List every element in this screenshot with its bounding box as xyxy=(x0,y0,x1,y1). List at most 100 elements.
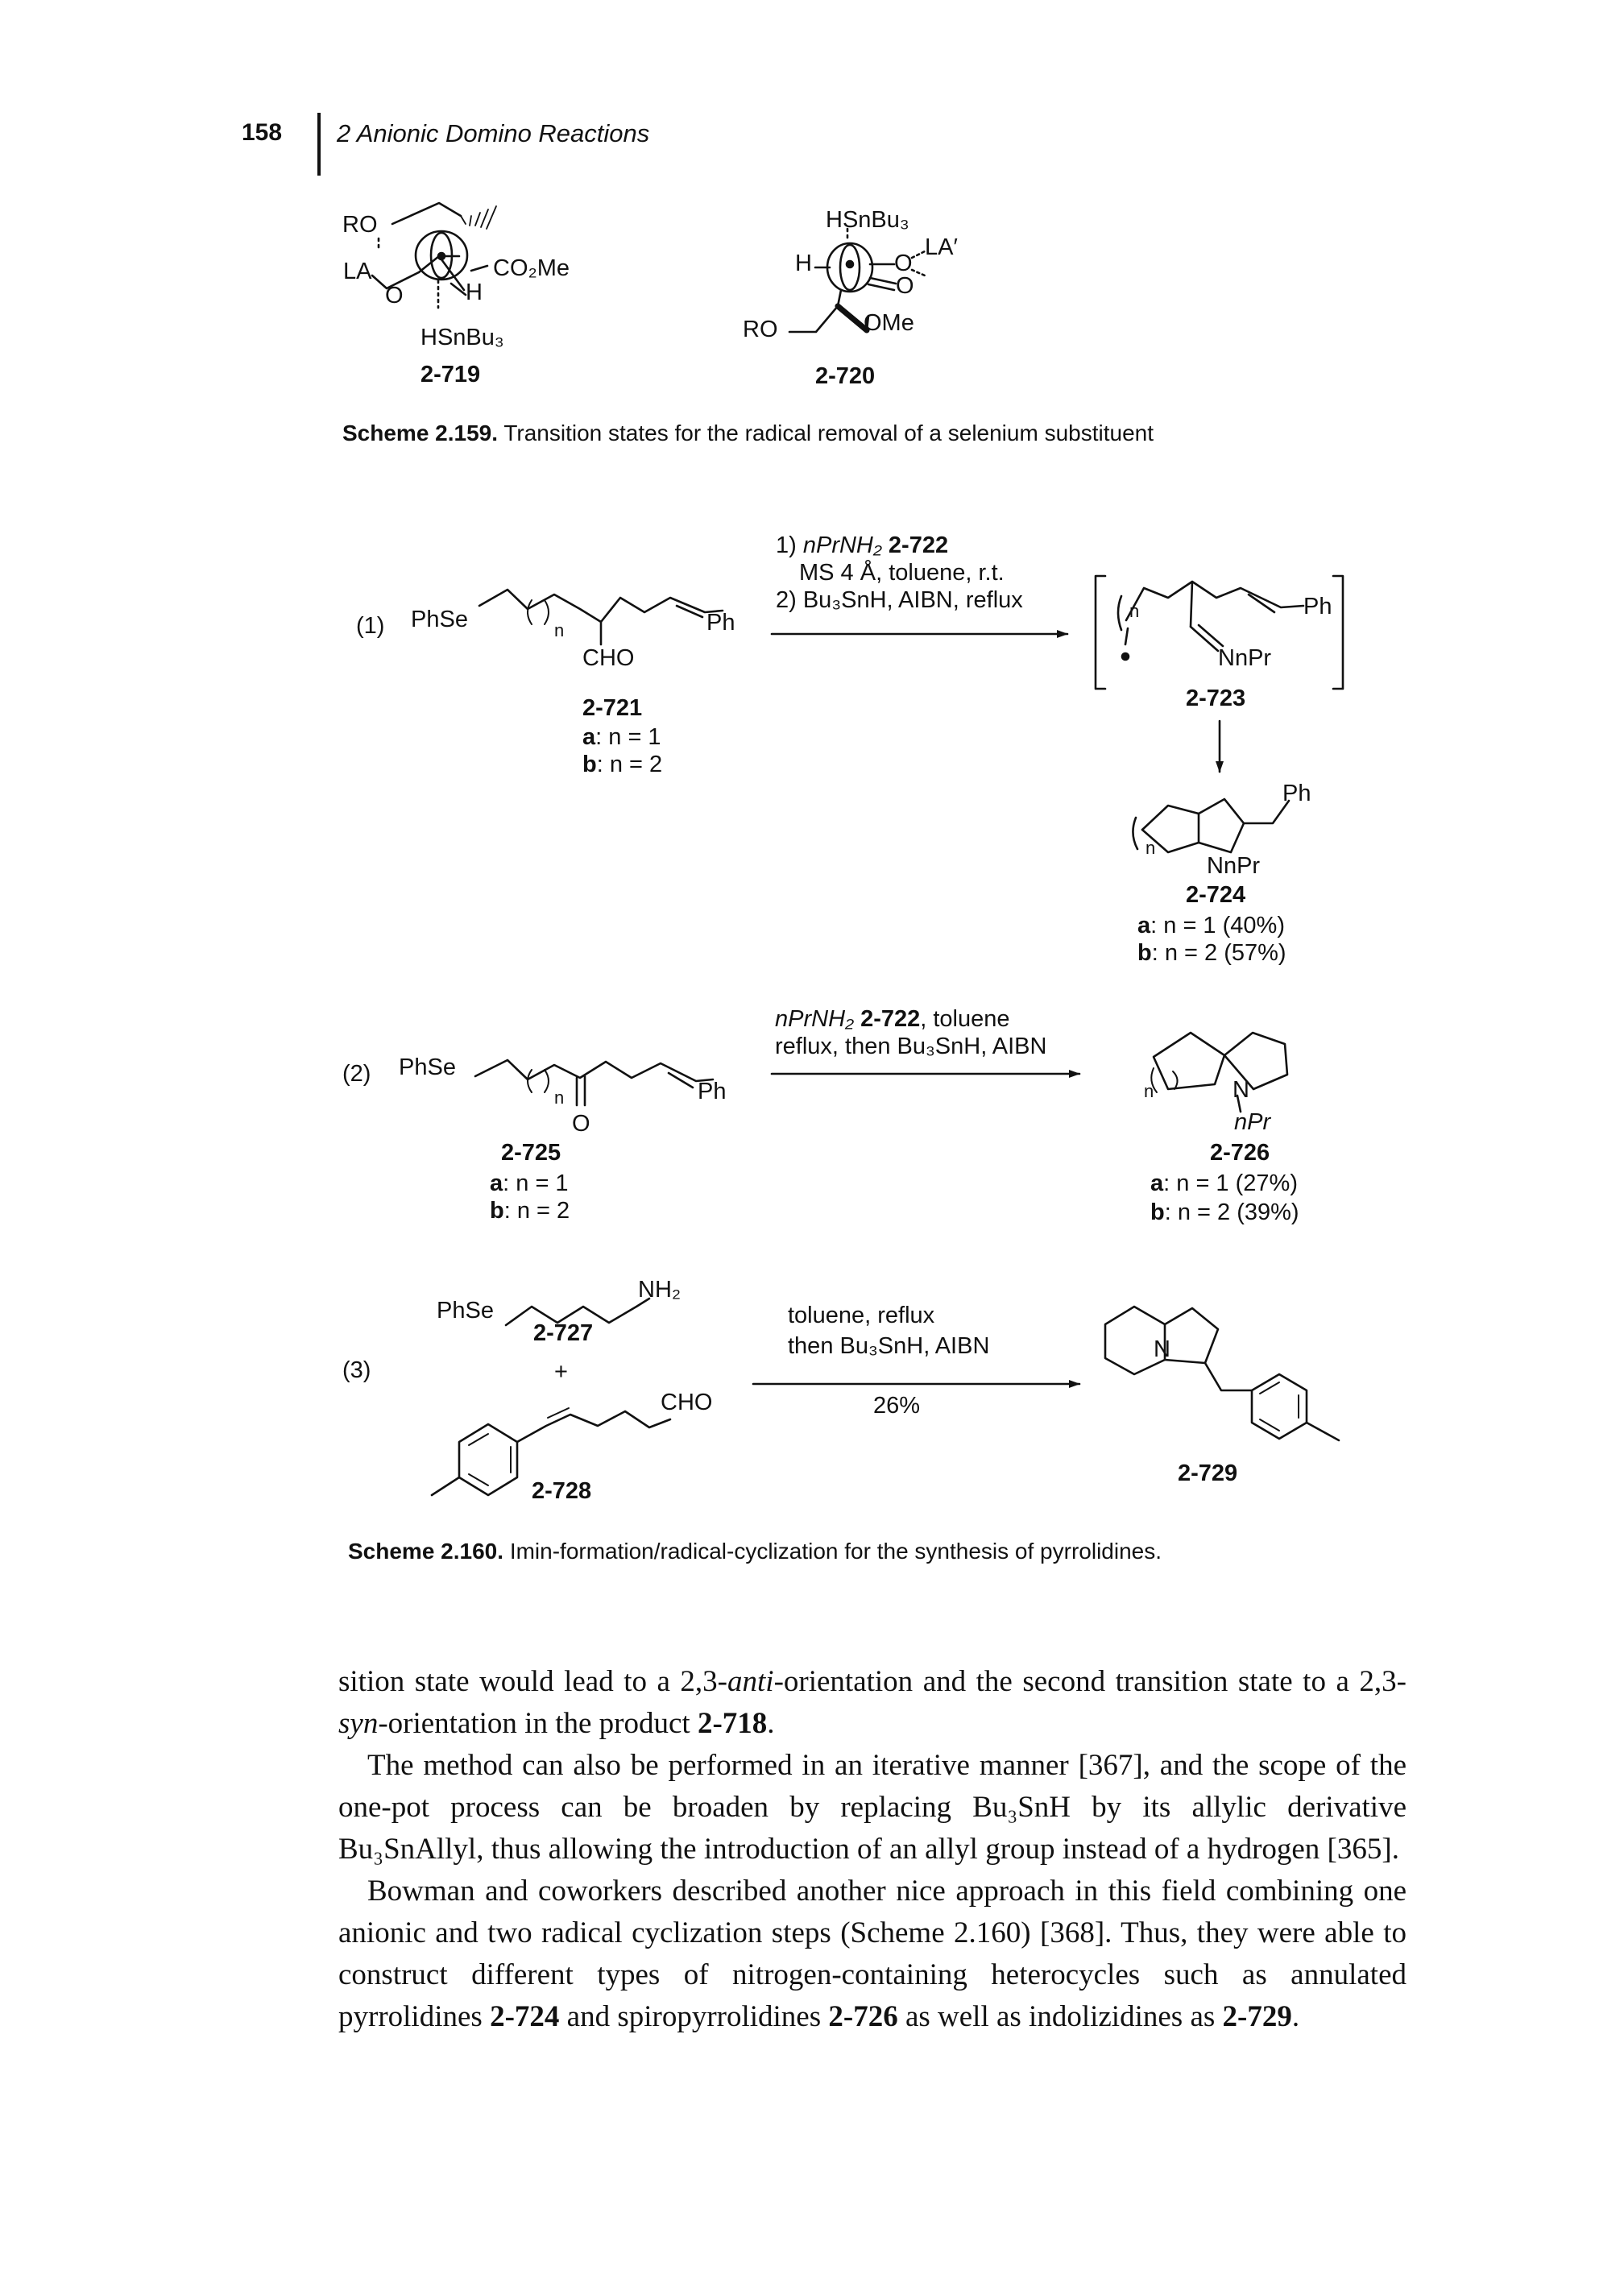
p3-text-b: and spiropyrrolidines xyxy=(559,2000,829,2033)
prod1-a: a: n = 1 (40%) xyxy=(1137,913,1285,938)
p1-text-b: -orientation and the second transition s… xyxy=(773,1665,1406,1698)
prod2-a: a: n = 1 (27%) xyxy=(1150,1170,1298,1196)
header-rule xyxy=(317,113,321,176)
prod1-b: b: n = 2 (57%) xyxy=(1137,940,1286,966)
eq2-sm-a-val: : n = 1 xyxy=(503,1170,568,1196)
eq2-sm-a: a: n = 1 xyxy=(490,1170,569,1196)
p1-text-d: . xyxy=(767,1707,775,1740)
ts-2-720-structure xyxy=(788,227,926,334)
eq1-phse: PhSe xyxy=(411,607,468,632)
eq1-n: n xyxy=(554,620,564,640)
prod2-b-val: : n = 2 (39%) xyxy=(1165,1199,1299,1225)
prod2-b: b: n = 2 (39%) xyxy=(1150,1199,1299,1225)
eq3-nh2: NH₂ xyxy=(638,1277,681,1303)
ts2-h: H xyxy=(795,251,812,276)
scheme-2160-caption: Scheme 2.160. Imin-formation/radical-cyc… xyxy=(348,1539,1162,1564)
paragraph-3: Bowman and coworkers described another n… xyxy=(338,1870,1406,2038)
p1-text-c: -orientation in the product xyxy=(378,1707,698,1740)
eq2-sm-b: b: n = 2 xyxy=(490,1198,570,1224)
intermediate-2-723-structure xyxy=(1094,574,1344,690)
eq2-cond1-reagent: nPrNH₂ xyxy=(775,1006,854,1032)
chapter-title: 2 Anionic Domino Reactions xyxy=(337,119,650,147)
eq2-number: (2) xyxy=(342,1061,371,1087)
ts1-co2me: CO₂Me xyxy=(493,255,570,281)
paragraph-1: sition state would lead to a 2,3-anti-or… xyxy=(338,1661,1406,1745)
paragraph-2: The method can also be performed in an i… xyxy=(338,1749,1406,1866)
int-n: n xyxy=(1129,601,1139,621)
prod2-a-key: a xyxy=(1150,1170,1164,1196)
eq1-sm-b-val: : n = 2 xyxy=(597,752,662,777)
eq1-ph: Ph xyxy=(706,610,735,636)
sm-2-721-structure xyxy=(478,588,724,646)
ts-2-719-structure xyxy=(371,201,497,309)
ts1-reagent: HSnBu₃ xyxy=(420,325,504,350)
p3-compound-1: 2-724 xyxy=(490,2000,560,2033)
eq1-cond1-reagent: nPrNH₂ xyxy=(803,532,882,558)
eq1-sm-a: a: n = 1 xyxy=(582,724,661,750)
product-2-726-structure xyxy=(1150,1031,1289,1113)
eq1-sm-b-key: b xyxy=(582,752,597,777)
prod1-ph: Ph xyxy=(1282,781,1311,806)
eq1-sm-label: 2-721 xyxy=(582,695,642,721)
eq1-condition-1: 1) nPrNH₂ 2-722 xyxy=(776,532,948,558)
eq3-number: (3) xyxy=(342,1357,371,1383)
ts1-compound-label: 2-719 xyxy=(420,362,480,387)
eq1-number: (1) xyxy=(356,613,384,639)
scheme-2160-caption-text: Imin-formation/radical-cyclization for t… xyxy=(509,1539,1162,1564)
amine-2-727-structure xyxy=(504,1297,651,1327)
p1-anti: anti xyxy=(727,1665,774,1698)
ts1-la: LA xyxy=(343,259,372,284)
eq2-n: n xyxy=(554,1088,564,1108)
eq2-sm-b-key: b xyxy=(490,1198,504,1224)
eq1-sm-b: b: n = 2 xyxy=(582,752,662,777)
scheme-2160-caption-label: Scheme 2.160. xyxy=(348,1539,504,1564)
ts1-ro: RO xyxy=(342,212,378,238)
eq1-cond1-prefix: 1) xyxy=(776,532,803,558)
prod1-a-val: : n = 1 (40%) xyxy=(1150,913,1285,938)
ts2-o2: O xyxy=(896,273,914,299)
eq3-aldehyde-label: 2-728 xyxy=(532,1478,591,1504)
eq2-o: O xyxy=(572,1111,590,1137)
eq3-phse: PhSe xyxy=(437,1298,494,1324)
prod2-n-atom: N xyxy=(1232,1077,1249,1103)
prod2-npr: nPr xyxy=(1234,1109,1271,1135)
prod2-label: 2-726 xyxy=(1210,1140,1270,1166)
prod2-n: n xyxy=(1144,1081,1154,1101)
eq1-sm-a-key: a xyxy=(582,724,596,750)
ts2-la: LA′ xyxy=(925,234,958,260)
product-2-724-structure xyxy=(1132,798,1290,854)
eq2-phse: PhSe xyxy=(399,1054,456,1080)
body-text: sition state would lead to a 2,3-anti-or… xyxy=(338,1661,1406,2038)
p3-text-d: . xyxy=(1291,2000,1300,2033)
prod1-a-key: a xyxy=(1137,913,1151,938)
eq3-amine-label: 2-727 xyxy=(533,1320,593,1346)
scheme-2159-caption: Scheme 2.159. Transition states for the … xyxy=(342,420,1154,446)
ts2-ome: OMe xyxy=(864,310,914,336)
eq2-sm-b-val: : n = 2 xyxy=(504,1198,570,1224)
eq3-cho: CHO xyxy=(661,1390,712,1415)
eq1-condition-2: MS 4 Å, toluene, r.t. xyxy=(799,559,1005,586)
eq3-condition-2: then Bu₃SnH, AIBN xyxy=(788,1333,989,1359)
int-nnpr: NnPr xyxy=(1218,645,1271,671)
ts2-o1: O xyxy=(894,251,913,276)
eq1-cond1-label: 2-722 xyxy=(889,532,948,558)
p3-text-c: as well as indolizidines as xyxy=(897,2000,1223,2033)
int-label: 2-723 xyxy=(1186,686,1245,711)
prod1-b-val: : n = 2 (57%) xyxy=(1152,940,1286,966)
p1-compound: 2-718 xyxy=(697,1707,768,1740)
prod1-n: n xyxy=(1146,838,1155,858)
int-ph: Ph xyxy=(1303,594,1332,619)
eq2-condition-2: reflux, then Bu₃SnH, AIBN xyxy=(775,1034,1046,1059)
scheme-2159-caption-text: Transition states for the radical remova… xyxy=(503,420,1154,445)
ts2-ro: RO xyxy=(743,317,778,342)
eq2-sm-a-key: a xyxy=(490,1170,503,1196)
eq1-condition-3: 2) Bu₃SnH, AIBN, reflux xyxy=(776,587,1023,613)
ts2-reagent: HSnBu₃ xyxy=(826,207,909,233)
p1-text-a: sition state would lead to a 2,3- xyxy=(338,1665,728,1698)
p3-text-a: Bowman and coworkers described another n… xyxy=(338,1875,1406,2033)
ts1-o: O xyxy=(385,283,404,309)
prod1-b-key: b xyxy=(1137,940,1152,966)
eq2-cond1-suffix: , toluene xyxy=(920,1006,1009,1032)
p3-compound-3: 2-729 xyxy=(1222,2000,1292,2033)
